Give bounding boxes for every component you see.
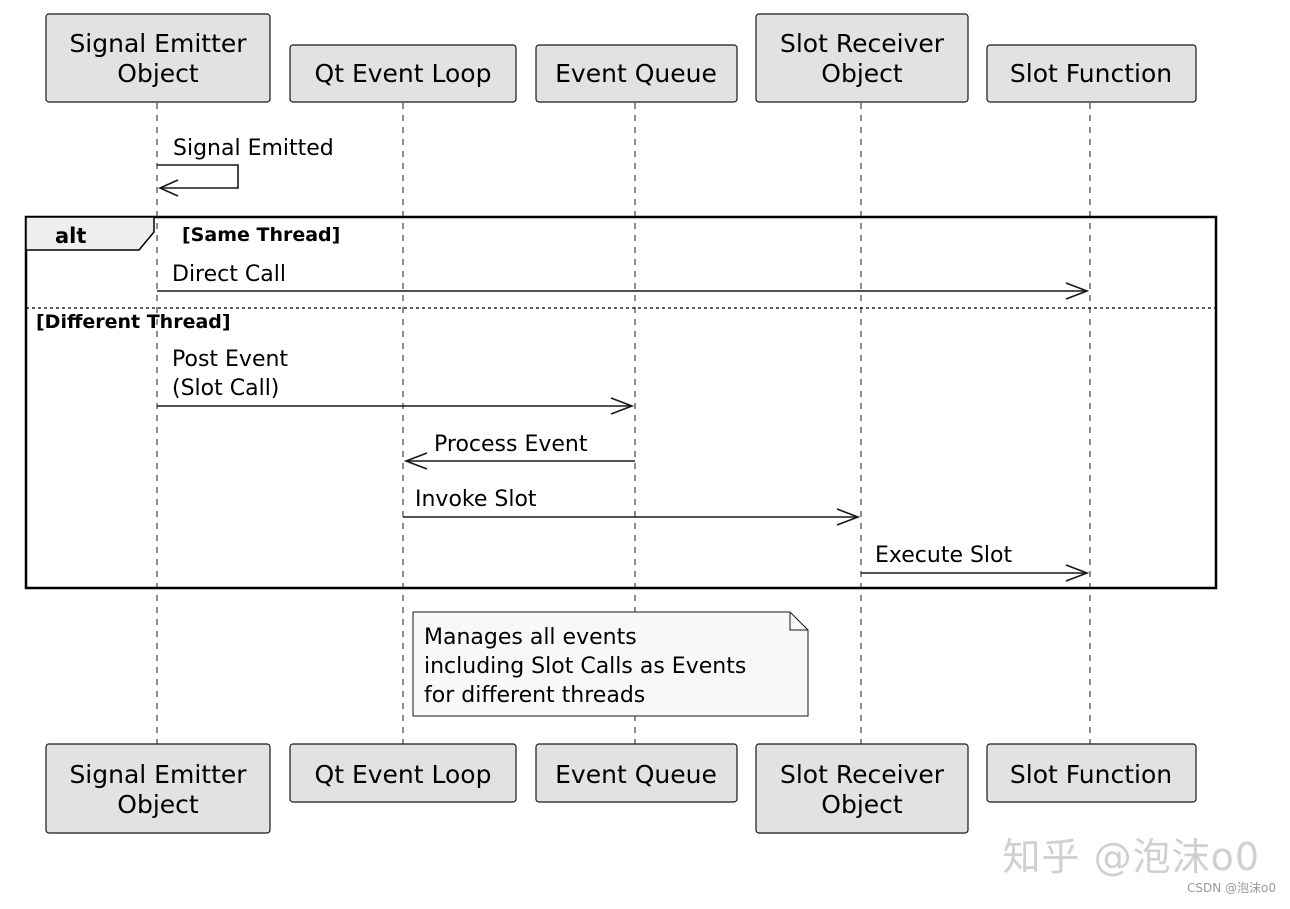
- message-label: Process Event: [434, 432, 588, 457]
- participant-label: Qt Event Loop: [315, 59, 492, 88]
- alt-guard-same-thread: [Same Thread]: [182, 224, 340, 246]
- participant-signal-emitter-bottom: Signal Emitter Object: [45, 743, 271, 834]
- participant-label: Object: [117, 790, 199, 819]
- note-event-loop: Manages all events including Slot Calls …: [412, 611, 809, 717]
- participant-signal-emitter-top: Signal Emitter Object: [45, 13, 271, 103]
- message-post-event: Post Event (Slot Call): [157, 347, 635, 415]
- message-execute-slot: Execute Slot: [861, 543, 1090, 582]
- participant-qt-event-loop-bottom: Qt Event Loop: [289, 743, 517, 803]
- participant-label: Signal Emitter: [69, 29, 247, 58]
- participant-label: Object: [821, 59, 903, 88]
- message-label: Invoke Slot: [415, 487, 537, 512]
- watermark-csdn: CSDN @泡沫o0: [1186, 881, 1276, 895]
- participant-label: Object: [117, 59, 199, 88]
- message-direct-call: Direct Call: [157, 262, 1090, 300]
- participant-event-queue-bottom: Event Queue: [535, 743, 738, 803]
- participant-slot-receiver-top: Slot Receiver Object: [755, 13, 969, 103]
- alt-fragment: alt [Same Thread] [Different Thread]: [24, 215, 1218, 590]
- watermark-zhihu: 知乎 @泡沫o0: [1002, 835, 1260, 879]
- alt-label: alt: [55, 224, 86, 248]
- participant-label: Slot Receiver: [780, 29, 945, 58]
- note-line: Manages all events: [424, 625, 637, 650]
- message-label: (Slot Call): [172, 376, 279, 401]
- participant-slot-function-top: Slot Function: [986, 44, 1197, 103]
- message-invoke-slot: Invoke Slot: [403, 487, 861, 526]
- participant-label: Slot Function: [1010, 760, 1172, 789]
- participant-slot-receiver-bottom: Slot Receiver Object: [755, 743, 969, 834]
- note-line: including Slot Calls as Events: [424, 654, 746, 679]
- message-signal-emitted: Signal Emitted: [157, 136, 334, 197]
- participant-label: Slot Receiver: [780, 760, 945, 789]
- message-process-event: Process Event: [403, 432, 635, 470]
- message-label: Post Event: [172, 347, 288, 372]
- participant-label: Event Queue: [555, 59, 717, 88]
- participant-label: Signal Emitter: [69, 760, 247, 789]
- message-label: Direct Call: [172, 262, 286, 287]
- participant-label: Object: [821, 790, 903, 819]
- alt-guard-different-thread: [Different Thread]: [36, 311, 231, 333]
- participant-slot-function-bottom: Slot Function: [986, 743, 1197, 803]
- message-label: Signal Emitted: [173, 136, 334, 161]
- participant-qt-event-loop-top: Qt Event Loop: [289, 44, 517, 103]
- participant-label: Qt Event Loop: [315, 760, 492, 789]
- participant-label: Event Queue: [555, 760, 717, 789]
- participant-event-queue-top: Event Queue: [535, 44, 738, 103]
- note-line: for different threads: [424, 683, 645, 708]
- participant-label: Slot Function: [1010, 59, 1172, 88]
- message-label: Execute Slot: [875, 543, 1013, 568]
